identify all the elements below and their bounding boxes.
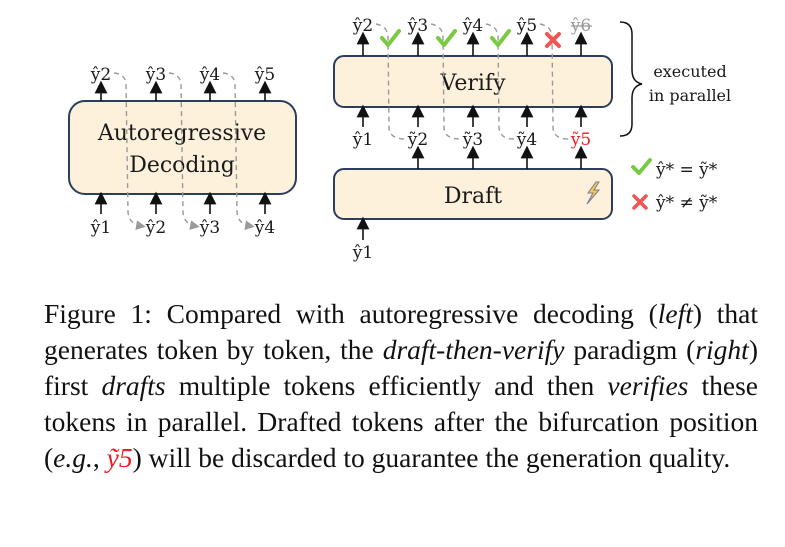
left-output-token: ŷ3: [145, 65, 166, 85]
right-panel: Verify Draft ŷ2 ŷ3 ŷ4 ŷ5 ŷ6: [333, 16, 731, 263]
verify-output-token: ŷ3: [407, 16, 428, 36]
brace-note-line1: executed: [653, 62, 726, 81]
lightning-icon: [586, 181, 601, 205]
caption-part: ) that generates token by token, the: [44, 298, 758, 365]
left-input-token: ŷ3: [199, 218, 220, 238]
right-dashed-links: [375, 23, 569, 140]
check-icon: [436, 29, 457, 47]
figure-caption: Figure 1: Compared with autoregressive d…: [44, 296, 758, 476]
figure-diagram: Autoregressive Decoding ŷ2 ŷ3 ŷ4 ŷ5 ŷ1 ŷ…: [68, 16, 731, 263]
draft-label: Draft: [444, 184, 502, 209]
caption-part: ) first: [44, 334, 758, 401]
verify-comparison-link: [430, 23, 461, 140]
legend-check-icon: [631, 158, 652, 175]
left-input-token: ŷ4: [254, 218, 275, 238]
check-icon: [490, 29, 511, 47]
caption-part: ,: [92, 442, 107, 473]
caption-rejected-token: ỹ5: [106, 442, 133, 473]
left-output-token: ŷ2: [90, 65, 111, 85]
autoregressive-feedback-link: [168, 72, 200, 230]
caption-emph: drafts: [101, 370, 166, 401]
verify-label: Verify: [439, 71, 506, 96]
verify-input-token: ỹ2: [407, 130, 428, 150]
caption-part: Figure 1: Compared with autoregressive d…: [44, 298, 658, 329]
left-panel: Autoregressive Decoding ŷ2 ŷ3 ŷ4 ŷ5 ŷ1 ŷ…: [68, 65, 297, 238]
caption-part: ) will be discarded to guarantee the gen…: [132, 442, 731, 473]
verify-input-token: ỹ4: [516, 130, 537, 150]
legend-mismatch-text: ŷ* ≠ ỹ*: [655, 193, 718, 213]
caption-part: paradigm (: [564, 334, 696, 365]
legend-cross-icon: [632, 194, 648, 210]
left-output-token: ŷ4: [199, 65, 220, 85]
verify-output-token: ŷ4: [462, 16, 483, 36]
left-arrows: [94, 80, 272, 214]
autoregressive-feedback-link: [113, 72, 146, 231]
left-output-token: ŷ5: [254, 65, 275, 85]
cross-icon: [545, 32, 561, 48]
legend-match-text: ŷ* = ỹ*: [655, 160, 718, 180]
verify-input-token: ŷ1: [352, 130, 373, 150]
verify-comparison-link: [375, 23, 406, 140]
caption-emph: left: [657, 298, 693, 329]
caption-emph: verifies: [607, 370, 689, 401]
caption-part: these tokens in parallel. Drafted tokens…: [44, 370, 758, 473]
verify-comparison-link: [539, 23, 569, 140]
caption-text: Figure 1: Compared with autoregressive d…: [44, 296, 758, 476]
rejected-draft-token: ỹ5: [570, 130, 591, 150]
verify-comparison-link: [485, 23, 515, 140]
caption-emph: e.g.: [53, 442, 93, 473]
left-input-token: ŷ2: [145, 218, 166, 238]
left-dashed-links: [113, 72, 255, 231]
verify-input-token: ỹ3: [462, 130, 483, 150]
right-arrows: [356, 31, 588, 240]
legend: ŷ* = ỹ* ŷ* ≠ ỹ*: [631, 158, 718, 213]
brace-note-line2: in parallel: [649, 86, 731, 105]
draft-input-token: ŷ1: [352, 243, 373, 263]
verify-output-token: ŷ2: [352, 16, 373, 36]
autoregressive-feedback-link: [222, 72, 255, 231]
check-icon: [380, 29, 401, 47]
parallel-brace: [619, 21, 643, 137]
caption-part: multiple tokens efficiently and then: [165, 370, 608, 401]
discarded-token: ŷ6: [570, 16, 592, 36]
left-input-token: ŷ1: [90, 218, 111, 238]
caption-emph: right: [695, 334, 749, 365]
caption-emph: draft-then-verify: [382, 334, 565, 365]
verify-output-token: ŷ5: [516, 16, 537, 36]
